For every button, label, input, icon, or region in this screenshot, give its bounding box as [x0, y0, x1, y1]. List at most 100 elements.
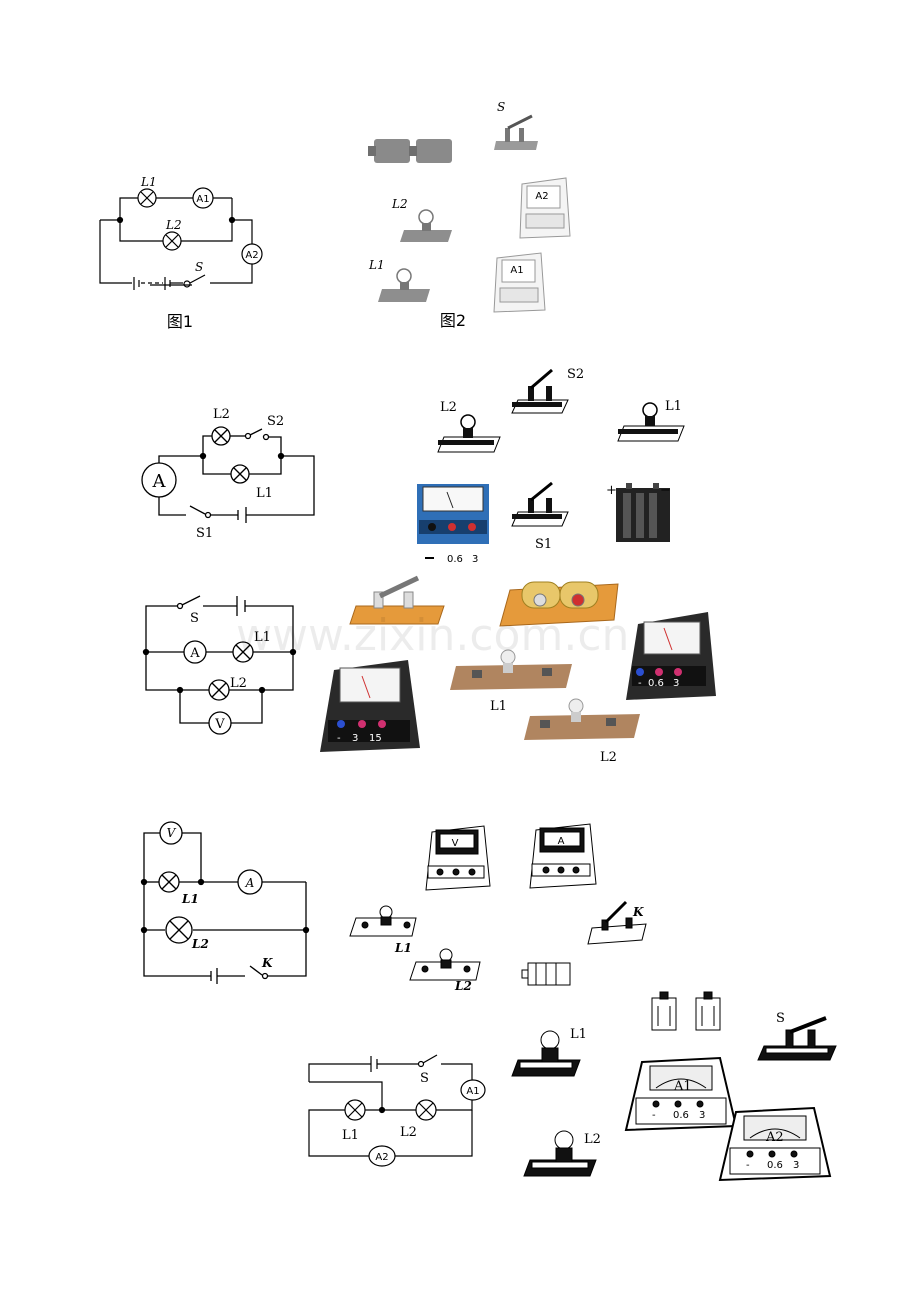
problem2-battery-plus: + — [606, 483, 617, 498]
watermark: www.zixin.com.cn — [236, 610, 629, 661]
problem3-lamp-l2-image — [524, 698, 640, 740]
problem3-ammeter-terminal-0: - — [638, 678, 642, 689]
problem1-a2-symbol: A2 — [245, 250, 258, 261]
problem2-s2-label: S2 — [267, 414, 284, 429]
problem4-lamp-l2-image — [409, 948, 481, 981]
problem5-lamp-l1-image — [511, 1030, 581, 1077]
problem1-circuit-diagram — [99, 187, 263, 290]
problem5-a1-symbol: A1 — [466, 1086, 479, 1097]
problem4-ammeter-image — [529, 823, 597, 889]
problem3-switch-image — [349, 575, 445, 625]
problem3-ammeter-symbol: A — [189, 646, 200, 661]
problem3-voltmeter-image — [320, 660, 420, 752]
problem4-battery-image — [521, 962, 571, 986]
problem5-ammeter-a1-label: A1 — [673, 1079, 692, 1094]
problem1-a1-meter-label: A1 — [510, 265, 523, 276]
problem2-l2-label: L2 — [213, 407, 230, 422]
problem1-lamp-l2-label: L2 — [391, 197, 408, 211]
problem1-l1-label: L1 — [140, 175, 157, 189]
problem3-voltmeter-terminal-2: 15 — [369, 733, 382, 744]
problem4-circuit-diagram — [140, 821, 310, 984]
problem5-s-label: S — [420, 1071, 429, 1086]
problem3-lamp-l2-label: L2 — [600, 750, 617, 765]
problem3-ammeter-terminal-1: 0.6 — [648, 678, 664, 689]
problem1-lamp-l2-image — [400, 209, 452, 242]
problem1-battery-image — [368, 139, 452, 163]
problem1-a2-meter-label: A2 — [535, 191, 548, 202]
problem5-a2-symbol: A2 — [375, 1152, 388, 1163]
problem4-ammeter-meter-label: A — [558, 836, 565, 847]
problem4-switch-k-label: K — [632, 905, 644, 919]
problem1-l2-label: L2 — [165, 218, 182, 232]
problem2-switch-s1-label: S1 — [535, 537, 552, 552]
problem2-l1-label: L1 — [256, 486, 273, 501]
problem1-ammeter-a2-image — [519, 177, 571, 239]
problem4-switch-k-image — [587, 900, 647, 945]
problem5-a1-scale-1: 0.6 — [673, 1110, 689, 1121]
problem2-ammeter-symbol: A — [152, 471, 167, 492]
problem3-l1-label: L1 — [254, 630, 271, 645]
problem3-ammeter-terminal-2: 3 — [673, 678, 679, 689]
problem1-switch-s-label: S — [497, 100, 505, 114]
problem5-lamp-l2-label: L2 — [584, 1132, 601, 1147]
problem5-ammeter-a2-image — [718, 1106, 832, 1182]
problem4-l2-label: L2 — [191, 937, 209, 951]
problem1-lamp-l1-image — [378, 268, 430, 302]
problem5-ammeter-a2-label: A2 — [765, 1130, 784, 1145]
problem1-lamp-l1-label: L1 — [368, 258, 385, 272]
problem3-battery-holder-image — [499, 581, 619, 627]
problem2-lamp-l1-label: L1 — [665, 399, 682, 414]
problem2-switch-s1-image — [511, 481, 569, 527]
problem3-voltmeter-symbol: V — [214, 717, 225, 732]
problem2-ammeter-scale-06: 0.6 — [447, 554, 463, 565]
problem5-switch-s-label: S — [776, 1011, 785, 1026]
problem4-voltmeter-image — [425, 825, 491, 891]
problem2-ammeter-scale-3: 3 — [472, 554, 478, 565]
problem3-s-label: S — [190, 611, 199, 626]
problem3-voltmeter-terminal-0: - — [337, 733, 341, 744]
problem5-a2-scale-1: 0.6 — [767, 1160, 783, 1171]
problem4-voltmeter-meter-label: V — [452, 838, 459, 849]
problem5-battery-2-image — [695, 991, 721, 1031]
problem3-lamp-l1-label: L1 — [490, 699, 507, 714]
problem3-circuit-diagram — [142, 595, 297, 735]
problem3-ammeter-image — [626, 612, 716, 700]
problem5-a2-scale-2: 3 — [793, 1160, 799, 1171]
problem4-lamp-l1-image — [349, 905, 417, 937]
problem5-l2-label: L2 — [400, 1125, 417, 1140]
problem3-l2-label: L2 — [230, 676, 247, 691]
problem2-circuit-diagram — [141, 426, 315, 523]
problem3-lamp-l1-image — [450, 649, 572, 690]
problem5-a2-scale-0: - — [746, 1160, 750, 1171]
problem4-voltmeter-symbol: V — [167, 826, 177, 840]
problem2-ammeter-image — [417, 484, 489, 554]
problem4-l1-label: L1 — [181, 892, 199, 906]
problem1-s-label: S — [195, 260, 203, 274]
problem2-lamp-l2-label: L2 — [440, 400, 457, 415]
problem5-switch-image — [757, 1016, 837, 1061]
problem5-lamp-l1-label: L1 — [570, 1027, 587, 1042]
problem2-battery-minus: − — [660, 483, 671, 498]
problem4-lamp-l1-label: L1 — [394, 941, 412, 955]
problem2-switch-s2-label: S2 — [567, 367, 584, 382]
problem5-battery-1-image — [651, 991, 677, 1031]
problem4-k-label: K — [261, 956, 273, 970]
problem5-ammeter-a1-image — [624, 1056, 738, 1132]
problem1-switch-image — [494, 114, 538, 150]
problem4-ammeter-symbol: A — [245, 876, 255, 890]
problem5-a1-scale-0: - — [652, 1110, 656, 1121]
problem1-fig2-caption: 图2 — [440, 311, 466, 330]
problem5-a1-scale-2: 3 — [699, 1110, 705, 1121]
problem1-a1-symbol: A1 — [196, 194, 209, 205]
problem3-voltmeter-terminal-1: 3 — [352, 733, 358, 744]
problem2-battery-image — [616, 483, 670, 542]
problem4-lamp-l2-label: L2 — [454, 979, 472, 993]
problem1-fig1-caption: 图1 — [167, 312, 193, 331]
problem5-circuit-diagram — [308, 1054, 486, 1167]
problem5-l1-label: L1 — [342, 1128, 359, 1143]
problem5-lamp-l2-image — [523, 1130, 597, 1177]
problem2-s1-label: S1 — [196, 526, 213, 541]
problem2-lamp-l2-image — [437, 414, 501, 453]
problem1-ammeter-a1-image — [493, 252, 546, 313]
